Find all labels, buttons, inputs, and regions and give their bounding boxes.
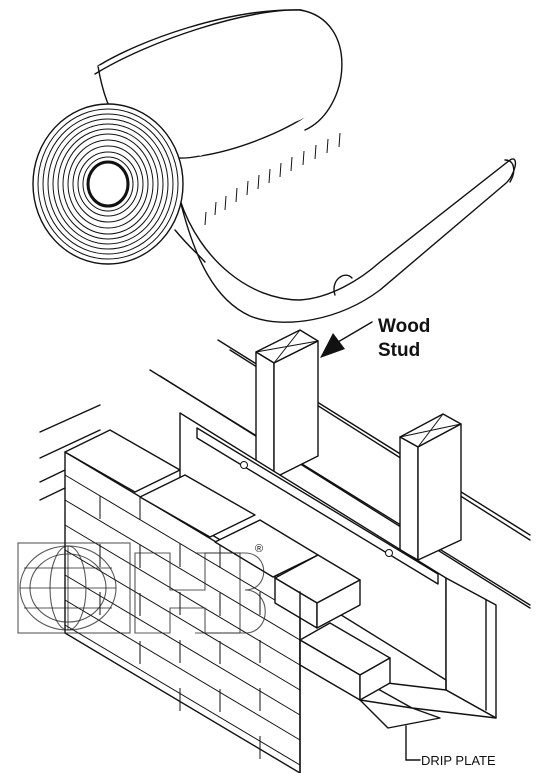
flashing-panel [179,412,497,761]
wood-stud-leader-line [337,321,373,343]
watermark-logo: ® [17,542,266,634]
flashing-roll [32,9,517,323]
wood-stud-label-line2: Stud [378,340,420,361]
drip-plate-label: DRIP PLATE [421,753,496,768]
wood-stud-callout: Wood Stud [320,316,430,361]
registered-mark: ® [255,543,263,555]
wood-stud-label-line1: Wood [378,316,430,337]
wood-stud-front [255,329,319,479]
wood-stud-back [399,413,462,561]
arrow-icon [320,333,345,358]
brick-wall [39,404,391,773]
